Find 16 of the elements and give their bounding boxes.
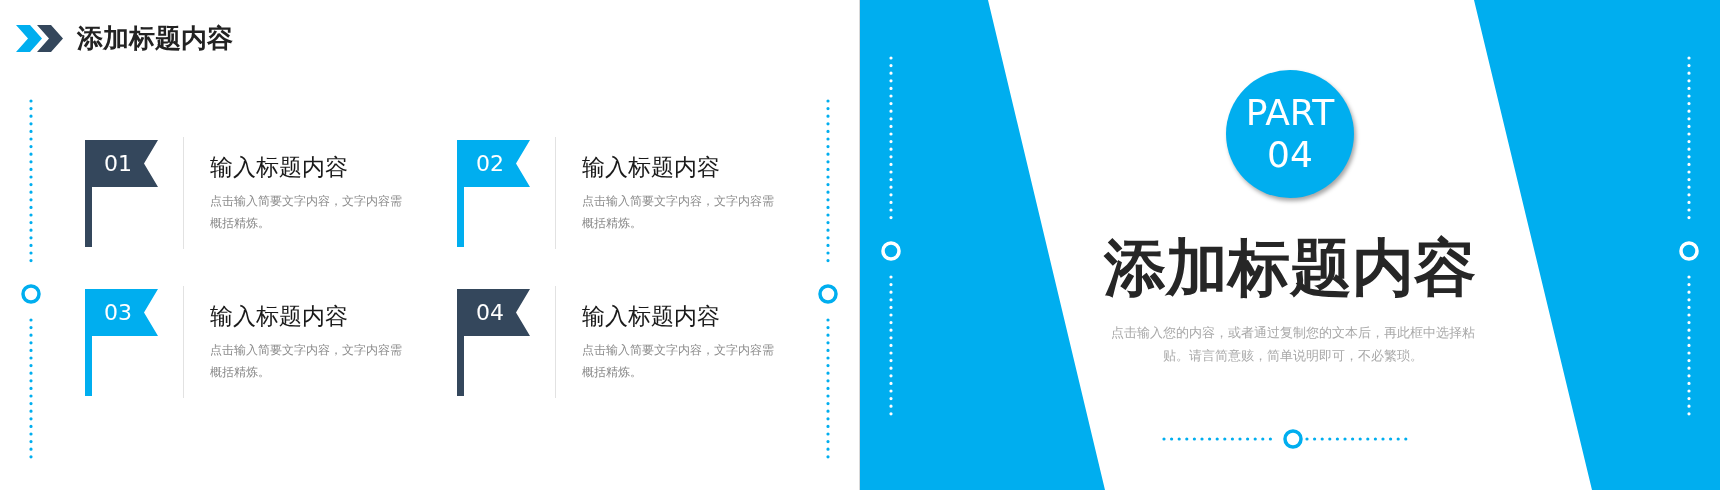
item-heading: 输入标题内容 (582, 153, 720, 182)
item-description: 点击输入简要文字内容，文字内容需概括精炼。 (210, 193, 403, 232)
item-heading: 输入标题内容 (210, 153, 348, 182)
item-heading: 输入标题内容 (582, 302, 720, 331)
flag-marker: 01 (85, 140, 158, 247)
item-description: 点击输入简要文字内容，文字内容需概括精炼。 (582, 193, 775, 232)
item-description: 点击输入简要文字内容，文字内容需概括精炼。 (582, 342, 775, 381)
flag-marker: 04 (457, 289, 530, 396)
flag-marker: 02 (457, 140, 530, 247)
flag-marker: 03 (85, 289, 158, 396)
page-title: 添加标题内容 (77, 22, 233, 55)
part-badge: PART 04 (1226, 70, 1354, 198)
item-description: 点击输入简要文字内容，文字内容需概括精炼。 (210, 342, 403, 381)
section-title: 添加标题内容 (1103, 230, 1477, 306)
item-heading: 输入标题内容 (210, 302, 348, 331)
description: 点击输入您的内容，或者通过复制您的文本后，再此框中选择粘贴。请言简意赅，简单说明即可，不必繁琐。 (1109, 324, 1476, 365)
